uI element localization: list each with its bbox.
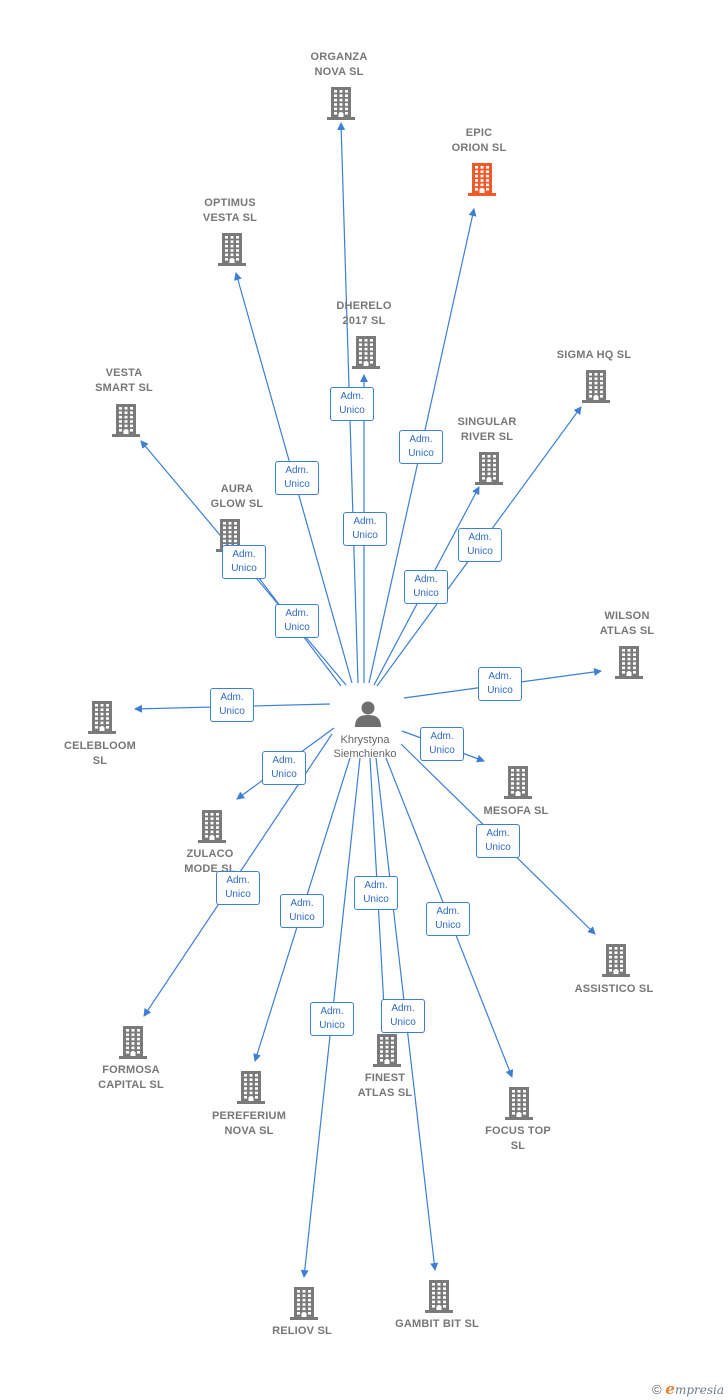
- building-icon-pereferium[interactable]: [237, 1070, 265, 1104]
- company-label-assistico[interactable]: ASSISTICO SL: [574, 983, 654, 995]
- footer-brand: © empresia: [652, 1380, 724, 1398]
- company-label-pereferium[interactable]: PEREFERIUM NOVA SL: [211, 1110, 287, 1137]
- company-label-optimus[interactable]: OPTIMUS VESTA SL: [202, 197, 258, 224]
- person-icon[interactable]: [353, 699, 383, 729]
- building-icon-epic[interactable]: [468, 162, 496, 196]
- edge-role-label-formosa[interactable]: Adm. Unico: [216, 871, 260, 905]
- company-label-singular[interactable]: SINGULAR RIVER SL: [457, 416, 517, 443]
- company-label-aura[interactable]: AURA GLOW SL: [210, 483, 264, 510]
- edge-role-label-finest[interactable]: Adm. Unico: [354, 876, 398, 910]
- company-label-organza[interactable]: ORGANZA NOVA SL: [310, 51, 368, 78]
- edge-role-label-mesofa[interactable]: Adm. Unico: [420, 727, 464, 761]
- edge-role-label-celebloom[interactable]: Adm. Unico: [210, 688, 254, 722]
- edge-role-label-epic[interactable]: Adm. Unico: [399, 430, 443, 464]
- company-label-celebloom[interactable]: CELEBLOOM SL: [63, 740, 137, 767]
- building-icon-singular[interactable]: [475, 451, 503, 485]
- edge-role-label-sigma[interactable]: Adm. Unico: [458, 528, 502, 562]
- building-icon-optimus[interactable]: [218, 232, 246, 266]
- building-icon-mesofa[interactable]: [504, 765, 532, 799]
- building-icon-wilson[interactable]: [615, 645, 643, 679]
- building-icon-vesta[interactable]: [112, 403, 140, 437]
- edge-role-label-vesta[interactable]: Adm. Unico: [222, 545, 266, 579]
- edge-role-label-focus[interactable]: Adm. Unico: [426, 902, 470, 936]
- edge-role-label-organza[interactable]: Adm. Unico: [330, 387, 374, 421]
- building-icon-finest[interactable]: [373, 1033, 401, 1067]
- company-label-formosa[interactable]: FORMOSA CAPITAL SL: [98, 1064, 164, 1091]
- building-icon-gambit[interactable]: [425, 1279, 453, 1313]
- company-label-sigma[interactable]: SIGMA HQ SL: [556, 349, 632, 361]
- company-label-focus[interactable]: FOCUS TOP SL: [485, 1125, 551, 1152]
- building-icon-reliov[interactable]: [290, 1286, 318, 1320]
- company-label-dherelo[interactable]: DHERELO 2017 SL: [336, 300, 392, 327]
- building-icon-formosa[interactable]: [119, 1025, 147, 1059]
- building-icon-assistico[interactable]: [602, 943, 630, 977]
- building-icon-dherelo[interactable]: [352, 335, 380, 369]
- building-icon-organza[interactable]: [327, 86, 355, 120]
- edge-role-label-pereferium[interactable]: Adm. Unico: [280, 894, 324, 928]
- company-label-finest[interactable]: FINEST ATLAS SL: [357, 1072, 413, 1099]
- copyright-symbol: ©: [651, 1382, 662, 1397]
- building-icon-focus[interactable]: [505, 1086, 533, 1120]
- company-label-mesofa[interactable]: MESOFA SL: [483, 805, 549, 817]
- edge-role-label-dherelo[interactable]: Adm. Unico: [343, 512, 387, 546]
- company-label-gambit[interactable]: GAMBIT BIT SL: [395, 1318, 479, 1330]
- edge-role-label-singular[interactable]: Adm. Unico: [404, 570, 448, 604]
- edge-role-label-reliov[interactable]: Adm. Unico: [310, 1002, 354, 1036]
- brand-logo-text: mpresia: [674, 1383, 724, 1397]
- edge-role-label-assistico[interactable]: Adm. Unico: [476, 824, 520, 858]
- edge-role-label-optimus[interactable]: Adm. Unico: [275, 461, 319, 495]
- company-label-epic[interactable]: EPIC ORION SL: [451, 127, 507, 154]
- edge-role-label-zulaco[interactable]: Adm. Unico: [262, 751, 306, 785]
- center-person-name[interactable]: Khrystyna Siemchienko: [333, 734, 397, 760]
- brand-logo-initial: e: [665, 1380, 675, 1398]
- edge-role-label-gambit[interactable]: Adm. Unico: [381, 999, 425, 1033]
- edge-role-label-aura[interactable]: Adm. Unico: [275, 604, 319, 638]
- building-icon-sigma[interactable]: [582, 369, 610, 403]
- company-label-vesta[interactable]: VESTA SMART SL: [95, 367, 153, 394]
- edge-role-label-wilson[interactable]: Adm. Unico: [478, 667, 522, 701]
- company-label-reliov[interactable]: RELIOV SL: [272, 1325, 332, 1337]
- building-icon-celebloom[interactable]: [88, 700, 116, 734]
- building-icon-zulaco[interactable]: [198, 809, 226, 843]
- company-label-wilson[interactable]: WILSON ATLAS SL: [599, 610, 655, 637]
